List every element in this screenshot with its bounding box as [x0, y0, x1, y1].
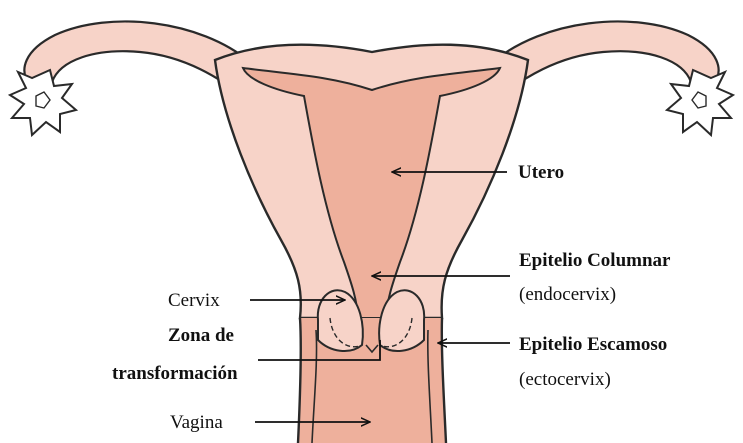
label-endocervix: (endocervix): [519, 284, 616, 305]
label-ectocervix: (ectocervix): [519, 369, 611, 390]
label-utero: Utero: [518, 162, 564, 183]
label-epitelio-columnar: Epitelio Columnar: [519, 250, 671, 271]
label-cervix: Cervix: [168, 290, 220, 311]
label-vagina: Vagina: [170, 412, 223, 433]
right-ovary: [667, 70, 733, 135]
left-ovary: [10, 70, 76, 135]
label-zona-line1: Zona de: [168, 325, 234, 346]
label-zona-line2: transformación: [112, 363, 238, 384]
label-epitelio-escamoso: Epitelio Escamoso: [519, 334, 667, 355]
